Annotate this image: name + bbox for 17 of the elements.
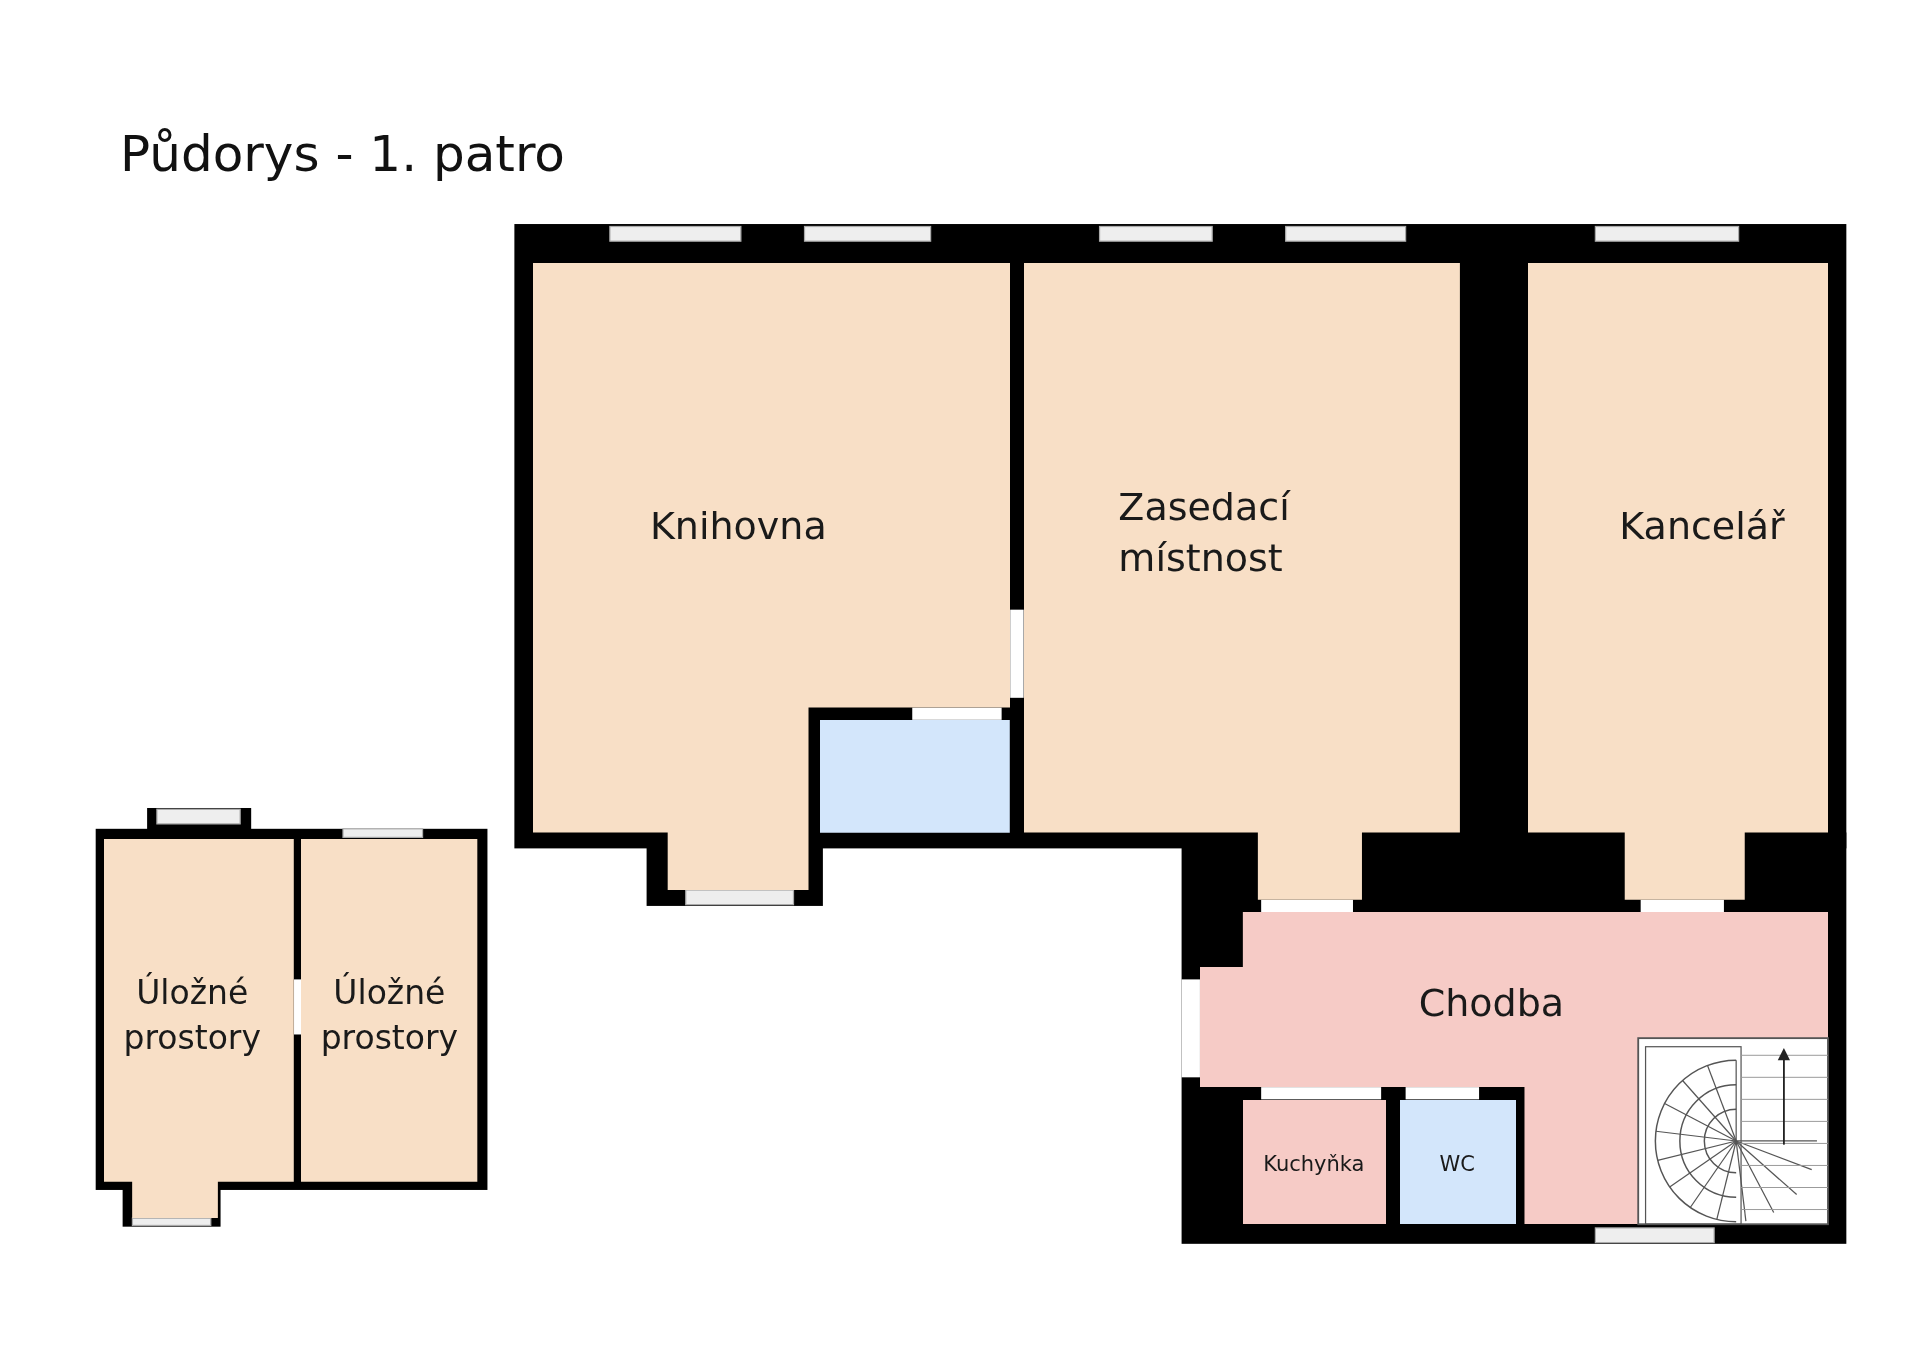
room-area <box>1399 1099 1516 1225</box>
room-name: WC <box>1438 1151 1476 1179</box>
plan-title: Půdorys - 1. patro <box>120 125 565 183</box>
room-area <box>820 720 1011 833</box>
room-area <box>532 263 1011 891</box>
room-name: Kancelář <box>1618 502 1786 550</box>
room-name: Úložné prostory <box>319 971 460 1060</box>
room-name: Zasedací místnost <box>1118 483 1292 582</box>
room-area <box>1242 1099 1387 1225</box>
room-name: Knihovna <box>648 502 828 550</box>
room-area <box>301 838 478 1182</box>
room-name: Chodba <box>1417 980 1566 1028</box>
room-name: Kuchyňka <box>1262 1151 1366 1179</box>
room-area <box>1023 263 1460 900</box>
room-area <box>1528 263 1829 900</box>
room-name: Úložné prostory <box>122 971 262 1060</box>
room-area <box>104 838 294 1219</box>
